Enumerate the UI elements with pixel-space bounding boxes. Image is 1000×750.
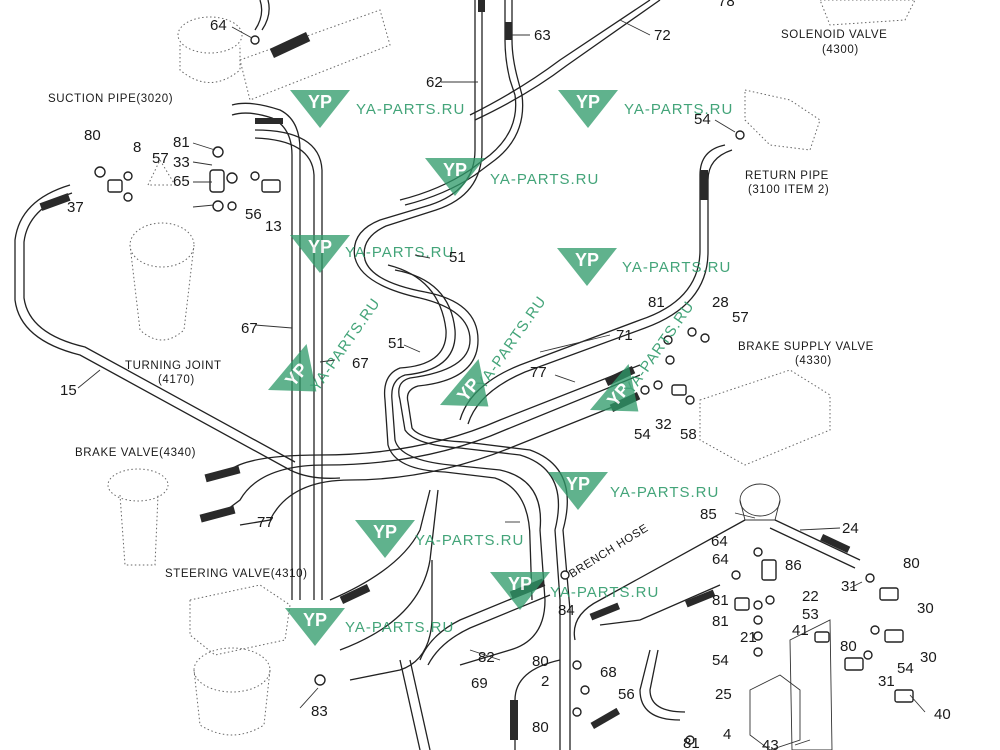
watermark-text: YA-PARTS.RU — [610, 484, 719, 501]
part-label: 80 — [840, 638, 857, 655]
caption-brake-valve: BRAKE VALVE(4340) — [75, 447, 196, 459]
part-label: 69 — [471, 675, 488, 692]
part-label: 77 — [530, 364, 547, 381]
part-labels-extra: 51 67 77 81 57 54 64 81 81 30 31 80 54 8… — [257, 294, 937, 690]
part-label: 28 — [712, 294, 729, 311]
leader-lines — [77, 19, 926, 746]
part-label: 81 — [173, 134, 190, 151]
caption-solenoid-valve-ref: (4300) — [822, 44, 859, 56]
watermark-text: YA-PARTS.RU — [550, 584, 659, 601]
part-label: 81 — [683, 735, 700, 750]
part-label: 13 — [265, 218, 282, 235]
part-label: 37 — [67, 199, 84, 216]
part-label: 85 — [700, 506, 717, 523]
watermark-text: YA-PARTS.RU — [345, 619, 454, 636]
part-label: 67 — [352, 355, 369, 372]
part-label: 67 — [241, 320, 258, 337]
captions: SOLENOID VALVE (4300) SUCTION PIPE(3020)… — [48, 29, 887, 581]
part-label: 56 — [245, 206, 262, 223]
part-label: 33 — [173, 154, 190, 171]
watermark-text: YA-PARTS.RU — [356, 101, 465, 118]
part-label: 62 — [426, 74, 443, 91]
part-label: 65 — [173, 173, 190, 190]
part-label: 43 — [762, 737, 779, 750]
caption-brench-hose: BRENCH HOSE — [567, 522, 650, 580]
caption-steering-valve: STEERING VALVE(4310) — [165, 568, 308, 580]
part-label: 31 — [878, 673, 895, 690]
part-label: 64 — [711, 533, 728, 550]
part-label: 8 — [133, 139, 141, 156]
caption-return-pipe-ref: (3100 ITEM 2) — [748, 184, 829, 196]
part-label: 81 — [648, 294, 665, 311]
part-label: 25 — [715, 686, 732, 703]
caption-suction-pipe: SUCTION PIPE(3020) — [48, 93, 173, 105]
part-label: 30 — [917, 600, 934, 617]
part-label: 2 — [541, 673, 549, 690]
part-label: 30 — [920, 649, 937, 666]
watermark-logo — [290, 90, 350, 128]
part-label: 80 — [84, 127, 101, 144]
watermark-text: YA-PARTS.RU — [415, 532, 524, 549]
part-label: 41 — [792, 622, 809, 639]
part-label: 81 — [712, 592, 729, 609]
part-label: 21 — [740, 629, 757, 646]
part-label: 54 — [897, 660, 914, 677]
part-labels: 64 63 72 78 62 54 8 80 81 33 57 65 37 56… — [60, 0, 951, 750]
caption-brake-supply-valve-ref: (4330) — [795, 355, 832, 367]
part-label: 22 — [802, 588, 819, 605]
watermark-text: YA-PARTS.RU — [490, 171, 599, 188]
watermark-text: YA-PARTS.RU — [345, 244, 454, 261]
part-label: 63 — [534, 27, 551, 44]
part-label: 78 — [718, 0, 735, 10]
part-label: 68 — [600, 664, 617, 681]
part-label: 80 — [903, 555, 920, 572]
watermark-logo — [355, 520, 415, 558]
part-label: 84 — [558, 602, 575, 619]
part-label: 40 — [934, 706, 951, 723]
fittings — [94, 35, 914, 745]
part-label: 24 — [842, 520, 859, 537]
part-label: 80 — [532, 719, 549, 736]
part-label: 51 — [449, 249, 466, 266]
watermark-layer: YA-PARTS.RU YA-PARTS.RU YA-PARTS.RU YA-P… — [268, 90, 733, 646]
part-label: 80 — [532, 653, 549, 670]
watermark-logo — [285, 608, 345, 646]
part-label: 86 — [785, 557, 802, 574]
part-label: 64 — [712, 551, 729, 568]
part-label: 54 — [712, 652, 729, 669]
part-label: 4 — [723, 726, 731, 743]
part-label: 58 — [680, 426, 697, 443]
caption-return-pipe: RETURN PIPE — [745, 170, 829, 182]
caption-turning-joint-ref: (4170) — [158, 374, 195, 386]
part-label: 54 — [634, 426, 651, 443]
part-label: 71 — [616, 327, 633, 344]
part-label: 57 — [732, 309, 749, 326]
part-label: 53 — [802, 606, 819, 623]
part-label: 56 — [618, 686, 635, 703]
watermark-logo — [290, 235, 350, 273]
part-label: 54 — [694, 111, 711, 128]
part-label: 31 — [841, 578, 858, 595]
part-label: 64 — [210, 17, 227, 34]
part-label: 77 — [257, 514, 274, 531]
part-label: 83 — [311, 703, 328, 720]
watermark-text: YA-PARTS.RU — [624, 101, 733, 118]
caption-turning-joint: TURNING JOINT — [125, 360, 222, 372]
part-label: 72 — [654, 27, 671, 44]
component-outlines — [107, 0, 916, 750]
watermark-text: YA-PARTS.RU — [307, 295, 384, 394]
watermark-logo — [557, 248, 617, 286]
part-label: 32 — [655, 416, 672, 433]
caption-solenoid-valve: SOLENOID VALVE — [781, 29, 887, 41]
part-label: 51 — [388, 335, 405, 352]
part-label: 15 — [60, 382, 77, 399]
part-label: 57 — [152, 150, 169, 167]
caption-brake-supply-valve: BRAKE SUPPLY VALVE — [738, 341, 874, 353]
watermark-logo — [425, 158, 485, 196]
part-label: 82 — [478, 649, 495, 666]
watermark-logo — [558, 90, 618, 128]
watermark-text: YA-PARTS.RU — [622, 259, 731, 276]
part-label: 81 — [712, 613, 729, 630]
